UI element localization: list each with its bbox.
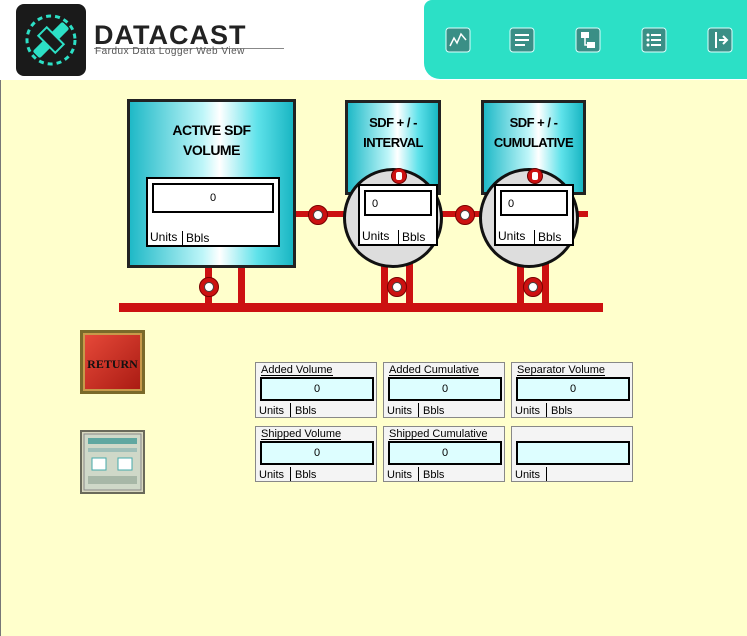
units-label: Units [150, 230, 178, 244]
brand-divider [94, 48, 284, 49]
return-button[interactable]: RETURN [80, 330, 145, 394]
pipe-connector-3 [576, 211, 588, 217]
pipe-cumulative-left [517, 262, 524, 304]
vessel-valve [527, 168, 543, 184]
main-pipe [119, 303, 603, 312]
tank-title: VOLUME [183, 142, 240, 158]
pipe-active-right [238, 268, 245, 304]
shipped-cumulative-panel: Shipped Cumulative 0 Units Bbls [383, 426, 505, 482]
control-panel-button[interactable] [80, 430, 145, 494]
valve-icon [523, 277, 543, 297]
brand-tagline: Fardux Data Logger Web View [95, 46, 245, 57]
units-value: Bbls [534, 230, 561, 244]
tank-title: SDF + / - [369, 115, 417, 130]
pipe-interval-left [381, 262, 388, 304]
added-volume-panel: Added Volume 0 Units Bbls [255, 362, 377, 418]
units-value: Bbls [398, 230, 425, 244]
panel-title: Separator Volume [517, 364, 606, 376]
document-icon[interactable] [508, 26, 536, 54]
panel-title: Added Volume [261, 364, 333, 376]
valve-icon [308, 205, 328, 225]
units-label: Units [515, 405, 541, 417]
tank-title: SDF + / - [509, 115, 558, 130]
tank-title: INTERVAL [363, 135, 423, 150]
interval-readout: 0 Units Bbls [358, 184, 438, 246]
panel-value: 0 [388, 441, 502, 465]
network-icon[interactable] [574, 26, 602, 54]
logout-icon[interactable] [706, 26, 734, 54]
readout-value: 0 [500, 190, 568, 216]
panel-value: 0 [260, 377, 374, 401]
units-label: Units [387, 469, 413, 481]
separator-volume-panel: Separator Volume 0 Units Bbls [511, 362, 633, 418]
units-value: Bbls [418, 467, 444, 481]
added-cumulative-panel: Added Cumulative 0 Units Bbls [383, 362, 505, 418]
shipped-volume-panel: Shipped Volume 0 Units Bbls [255, 426, 377, 482]
units-value: Bbls [290, 403, 316, 417]
return-label: RETURN [87, 357, 138, 371]
nav-bar [424, 0, 747, 79]
units-value [546, 467, 551, 481]
panel-title: Shipped Cumulative [389, 428, 488, 440]
units-label: Units [362, 229, 390, 243]
panel-value: 0 [260, 441, 374, 465]
panel-title: Shipped Volume [261, 428, 342, 440]
readout-value: 0 [364, 190, 432, 216]
tank-title: ACTIVE SDF [172, 122, 251, 138]
pipe-cumulative-right [542, 262, 549, 304]
left-border [0, 80, 1, 636]
panel-title: Added Cumulative [389, 364, 479, 376]
panel-value: 0 [388, 377, 502, 401]
units-label: Units [387, 405, 413, 417]
valve-icon [455, 205, 475, 225]
units-label: Units [498, 229, 526, 243]
readout-value: 0 [152, 183, 274, 213]
panel-value: 0 [516, 377, 630, 401]
units-value: Bbls [546, 403, 572, 417]
list-icon[interactable] [640, 26, 668, 54]
satellite-icon [25, 14, 77, 66]
vessel-valve [391, 168, 407, 184]
header: DATACAST Fardux Data Logger Web View [0, 0, 747, 80]
panel-value [516, 441, 630, 465]
units-value: Bbls [290, 467, 316, 481]
cumulative-readout: 0 Units Bbls [494, 184, 574, 246]
units-label: Units [515, 469, 541, 481]
chart-icon[interactable] [444, 26, 472, 54]
empty-panel: Units [511, 426, 633, 482]
pipe-interval-right [406, 262, 413, 304]
brand-name: DATACAST [94, 20, 247, 50]
units-label: Units [259, 405, 285, 417]
valve-icon [387, 277, 407, 297]
datacast-logo [16, 4, 86, 76]
units-label: Units [259, 469, 285, 481]
active-sdf-tank: ACTIVE SDF VOLUME 0 Units Bbls [127, 99, 296, 268]
valve-icon [199, 277, 219, 297]
active-volume-readout: 0 Units Bbls [146, 177, 280, 247]
tank-title: CUMULATIVE [493, 135, 574, 150]
units-value: Bbls [418, 403, 444, 417]
units-value: Bbls [182, 231, 209, 245]
control-panel-icon [83, 433, 142, 491]
